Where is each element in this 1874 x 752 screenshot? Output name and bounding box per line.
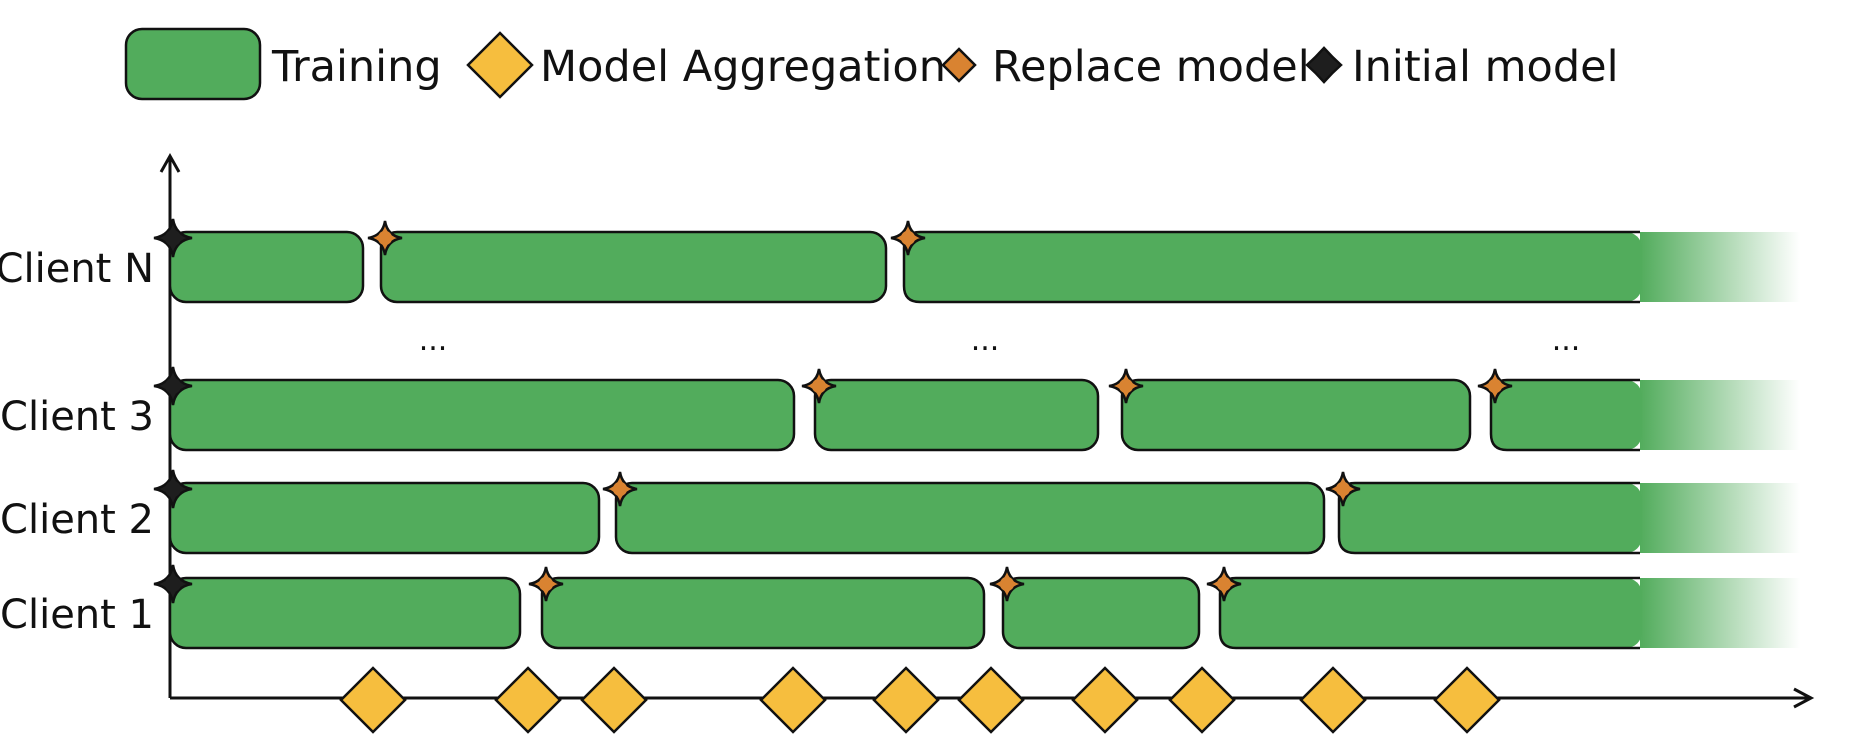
ellipsis: ... xyxy=(971,323,1000,358)
aggregation-diamond-icon xyxy=(872,666,940,734)
aggregation-diamond-icon xyxy=(494,666,562,734)
training-bar xyxy=(1120,378,1472,452)
training-bar xyxy=(540,576,986,650)
initial-model-star-icon-core xyxy=(165,230,181,246)
legend-aggregation-label: Model Aggregation xyxy=(540,42,946,92)
client-label: Client N xyxy=(0,246,154,292)
training-bar-fade-part xyxy=(1640,232,1800,302)
aggregation-diamond-icon xyxy=(1071,666,1139,734)
replace-model-star-icon-core xyxy=(811,378,827,394)
client-label: Client 1 xyxy=(0,592,154,638)
training-bar xyxy=(813,378,1100,452)
replace-model-star-icon-core xyxy=(999,576,1015,592)
training-bar-fade-part xyxy=(1640,380,1800,450)
training-bar xyxy=(168,481,601,555)
initial-model-star-icon-core xyxy=(165,481,181,497)
legend-replace-label: Replace model xyxy=(992,42,1310,92)
training-bar-solid-part xyxy=(1339,483,1642,553)
client-label: Client 3 xyxy=(0,394,154,440)
replace-model-star-icon-core xyxy=(1335,481,1351,497)
training-bar-fading xyxy=(1218,576,1800,650)
aggregation-diamond-icon xyxy=(466,31,534,99)
y-axis-arrow-icon xyxy=(159,152,181,173)
replace-model-star-icon-core xyxy=(1216,576,1232,592)
client-label: Client 2 xyxy=(0,497,154,543)
legend-initial-label: Initial model xyxy=(1352,42,1619,92)
aggregation-diamond-icon xyxy=(1168,666,1236,734)
replace-model-star-icon xyxy=(941,47,977,83)
replace-model-star-icon-core xyxy=(1487,378,1503,394)
client-row: Client 3 xyxy=(0,366,1800,452)
aggregation-diamond-icon xyxy=(1433,666,1501,734)
training-bar xyxy=(168,576,522,650)
training-bar-solid-part xyxy=(1220,578,1642,648)
training-bar-fade-part xyxy=(1640,578,1800,648)
aggregation-diamond-icon xyxy=(580,666,648,734)
training-bar xyxy=(168,378,796,452)
training-bar-fading xyxy=(1337,481,1800,555)
initial-model-star-icon-core xyxy=(165,576,181,592)
replace-model-star-icon-core xyxy=(612,481,628,497)
aggregation-diamond-icon xyxy=(957,666,1025,734)
training-bar xyxy=(614,481,1326,555)
legend-training-label: Training xyxy=(271,42,442,92)
replace-model-star-icon-core xyxy=(538,576,554,592)
training-bar-fading xyxy=(902,230,1800,304)
replace-model-star-icon-core xyxy=(1118,378,1134,394)
training-bar xyxy=(168,230,365,304)
x-axis-arrow-icon xyxy=(1793,687,1815,709)
legend: Training Model Aggregation Replace model… xyxy=(124,27,1619,101)
initial-model-star-icon xyxy=(1305,46,1343,84)
training-bar-fading xyxy=(1489,378,1800,452)
aggregation-diamond-icon xyxy=(1299,666,1367,734)
training-bar-solid-part xyxy=(904,232,1642,302)
client-row: Client 1 xyxy=(0,564,1800,650)
replace-model-star-icon-core xyxy=(377,230,393,246)
client-row: Client N xyxy=(0,218,1800,304)
ellipsis: ... xyxy=(1552,323,1581,358)
client-row: Client 2 xyxy=(0,469,1800,555)
training-bar-solid-part xyxy=(1491,380,1642,450)
aggregation-diamond-icon xyxy=(339,666,407,734)
legend-training-swatch xyxy=(124,27,262,101)
initial-model-star-icon-core xyxy=(165,378,181,394)
aggregation-markers xyxy=(339,666,1501,734)
training-bar xyxy=(1001,576,1201,650)
replace-model-star-icon-core xyxy=(900,230,916,246)
training-bar xyxy=(379,230,888,304)
training-bar-fade-part xyxy=(1640,483,1800,553)
aggregation-diamond-icon xyxy=(759,666,827,734)
client-rows: Client N Client 3 Client 2 Client 1........… xyxy=(0,218,1800,650)
ellipsis: ... xyxy=(419,323,448,358)
